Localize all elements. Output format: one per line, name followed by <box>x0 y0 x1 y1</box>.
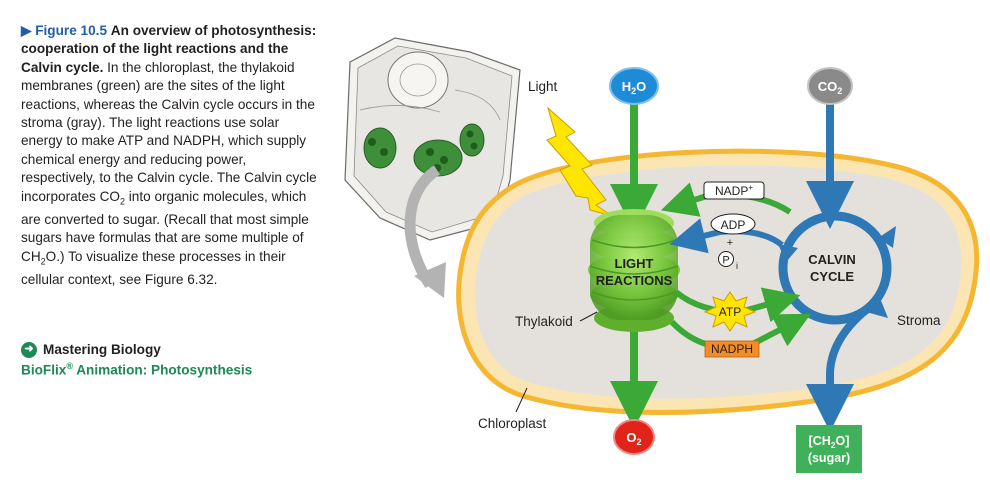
nadph-label: NADPH <box>711 342 753 356</box>
sugar-label-2: (sugar) <box>808 451 850 465</box>
mastering-biology-label: Mastering Biology <box>43 342 161 357</box>
nadp-label: NADP+ <box>715 183 753 198</box>
chloroplast-leader <box>515 387 528 413</box>
zoom-arrow <box>404 165 441 289</box>
caption-body-3: O.) To visualize these processes in thei… <box>21 248 286 287</box>
sugar-label-1: [CH2O] <box>809 434 850 450</box>
o2-badge <box>613 419 655 455</box>
registered-mark: ® <box>66 361 73 371</box>
light-label: Light <box>528 79 558 94</box>
light-reactions-label-2: REACTIONS <box>596 273 673 288</box>
caption-body-2: into organic molecules, which are conver… <box>21 188 309 264</box>
co2-badge <box>807 67 853 105</box>
stroma-label: Stroma <box>897 313 941 328</box>
chloroplast-label: Chloroplast <box>478 416 547 431</box>
light-bolt-icon <box>546 106 613 217</box>
zoom-arrow-head <box>414 262 446 298</box>
thylakoid-leader <box>579 311 598 322</box>
caption-body-1: In the chloroplast, the thylakoid membra… <box>21 59 317 204</box>
h2o-badge <box>609 67 659 105</box>
sugar-box <box>796 425 862 473</box>
h2o-label: H2O <box>622 79 647 96</box>
calvin-ring-arrowhead-2 <box>866 298 888 318</box>
calvin-label-2: CYCLE <box>810 269 854 284</box>
light-reactions-thylakoid <box>588 209 680 332</box>
calvin-cycle-ring <box>778 211 892 325</box>
nadph-box <box>704 340 760 358</box>
calvin-ring-arrowhead-1 <box>878 226 896 248</box>
caption-sub-co2: 2 <box>119 196 125 207</box>
adp-badge <box>710 213 756 235</box>
thylakoid-label: Thylakoid <box>515 314 573 329</box>
figure-title: An overview of photosynthesis: cooperati… <box>21 23 317 75</box>
light-reactions-label-1: LIGHT <box>615 256 654 271</box>
arrow-right-circle-icon: ➜ <box>21 341 37 358</box>
calvin-label-1: CALVIN <box>808 252 855 267</box>
sugar-arrow <box>806 306 869 432</box>
figure-caption: ▶ Figure 10.5 An overview of photosynthe… <box>21 22 321 289</box>
mastering-biology-heading: ➜ Mastering Biology <box>21 341 321 358</box>
phosphate-icon <box>718 251 734 267</box>
mastering-biology-block: ➜ Mastering Biology BioFlix® Animation: … <box>21 341 321 379</box>
bioflix-link-text-1: BioFlix <box>21 362 67 378</box>
co2-label: CO2 <box>818 79 843 96</box>
phosphate-sub: i <box>736 261 738 271</box>
adp-label: ADP <box>721 218 746 232</box>
phosphate-label: P <box>722 255 729 267</box>
plus-label: + <box>727 237 733 249</box>
bioflix-link[interactable]: BioFlix® Animation: Photosynthesis <box>21 358 321 379</box>
atp-starburst-icon <box>703 291 757 332</box>
o2-label: O2 <box>626 430 641 447</box>
figure-label: ▶ Figure 10.5 <box>21 23 108 38</box>
atp-label: ATP <box>719 305 741 319</box>
bioflix-link-text-2: Animation: Photosynthesis <box>72 362 253 378</box>
nadp-box <box>703 181 765 200</box>
plant-cell-illustration <box>344 37 521 241</box>
caption-sub-ch2o: 2 <box>40 256 46 267</box>
calvin-ring-arrowhead-3 <box>778 244 798 262</box>
